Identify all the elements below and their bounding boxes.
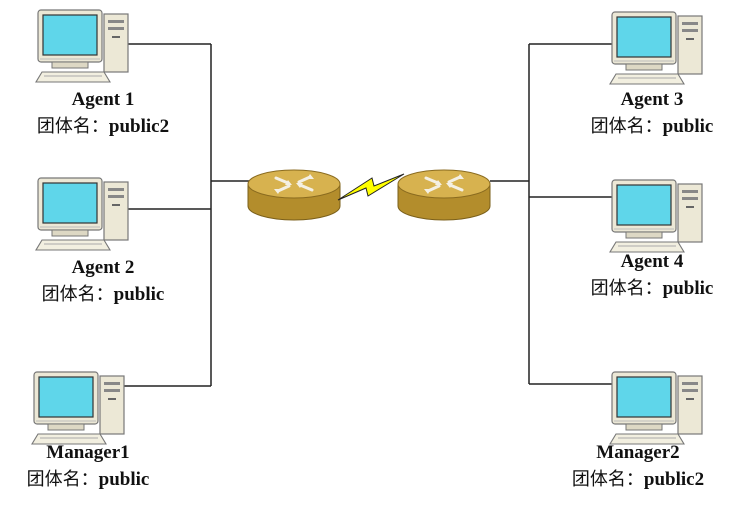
community: 团体名：public2 bbox=[571, 469, 705, 490]
router-icon bbox=[396, 168, 492, 222]
node-label-agent2: Agent 2 团体名：public bbox=[42, 258, 165, 304]
community: 团体名：public bbox=[590, 278, 714, 299]
node-label-agent1: Agent 1 团体名：public2 bbox=[37, 90, 169, 136]
community: 团体名：public bbox=[590, 116, 714, 137]
computer-icon bbox=[609, 11, 703, 85]
serial-link-icon bbox=[337, 173, 405, 201]
node-label-agent4: Agent 4 团体名：public bbox=[591, 252, 714, 298]
right-wiring bbox=[490, 43, 614, 385]
computer-icon bbox=[609, 371, 703, 445]
node-name: Manager1 bbox=[46, 442, 130, 463]
computer-icon bbox=[609, 179, 703, 253]
node-label-manager2: Manager2 团体名：public2 bbox=[572, 443, 704, 489]
node-name: Agent 4 bbox=[620, 251, 684, 272]
node-name: Agent 2 bbox=[71, 257, 135, 278]
community: 团体名：public bbox=[41, 284, 165, 305]
community: 团体名：public bbox=[26, 469, 150, 490]
node-name: Agent 3 bbox=[620, 89, 684, 110]
community: 团体名：public2 bbox=[36, 116, 170, 137]
computer-icon bbox=[31, 371, 125, 445]
node-label-agent3: Agent 3 团体名：public bbox=[591, 90, 714, 136]
node-label-manager1: Manager1 团体名：public bbox=[27, 443, 150, 489]
router-icon bbox=[246, 168, 342, 222]
node-name: Manager2 bbox=[596, 442, 680, 463]
computer-icon bbox=[35, 177, 129, 251]
left-wiring bbox=[122, 43, 252, 387]
node-name: Agent 1 bbox=[71, 89, 135, 110]
computer-icon bbox=[35, 9, 129, 83]
